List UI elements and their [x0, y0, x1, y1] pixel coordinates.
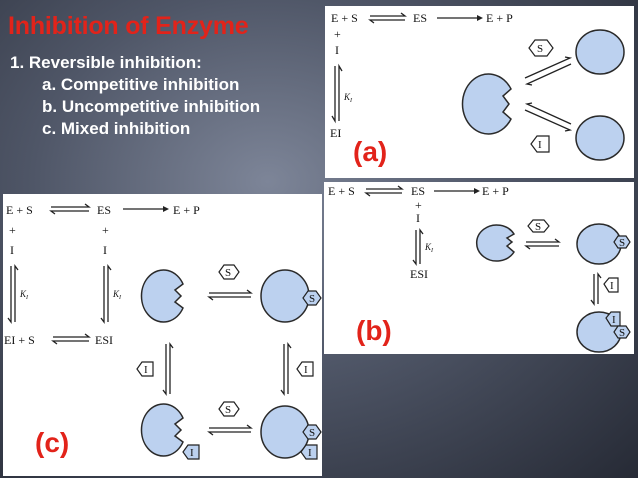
eq-e-plus-s: E + S [328, 184, 355, 198]
enzyme-inhibitor [575, 115, 625, 161]
substrate-hexagon: S [527, 219, 550, 233]
plus-sign: + [102, 223, 109, 237]
substrate-hexagon: S [302, 424, 322, 440]
svg-text:S: S [619, 327, 625, 339]
list-item-mixed: c. Mixed inhibition [42, 119, 191, 138]
inhibitor-shape: I [296, 361, 314, 377]
svg-text:S: S [535, 221, 541, 233]
label-c: (c) [35, 427, 70, 458]
substrate-hexagon: S [218, 264, 240, 280]
forward-arrow [434, 188, 480, 194]
substrate-hexagon: S [613, 235, 631, 249]
svg-text:S: S [225, 404, 231, 416]
svg-text:I: I [144, 364, 148, 376]
svg-text:I: I [190, 447, 194, 459]
eq-es: ES [411, 184, 425, 198]
forward-arrow [123, 206, 169, 212]
svg-text:I: I [304, 364, 308, 376]
svg-text:I: I [538, 139, 542, 151]
panel-uncompetitive: E + S ES E + P + I KI ESI S S I I S (b) [324, 182, 634, 354]
plus-sign: + [415, 198, 422, 212]
svg-text:S: S [309, 427, 315, 439]
vertical-equilibrium-arrow [100, 264, 112, 324]
eq-es: ES [413, 11, 427, 25]
k-prime-constant: KI [112, 289, 122, 301]
list-item-competitive: a. Competitive inhibition [42, 75, 240, 94]
k-constant: KI [424, 242, 434, 254]
enzyme-free [140, 269, 184, 323]
esi-complex: ESI [410, 267, 428, 281]
competitive-diagram: E + S ES E + P + I KI EI S I [330, 11, 625, 161]
vertical-equilibrium-arrow [280, 342, 292, 396]
plus-sign: + [334, 27, 341, 41]
svg-text:I: I [308, 447, 312, 459]
eq-e-plus-p: E + P [482, 184, 509, 198]
inhibitor-shape: I [530, 135, 550, 153]
equilibrium-arrow [524, 238, 561, 250]
inhibitor-label: I [10, 243, 14, 257]
svg-text:S: S [619, 237, 625, 249]
substrate-hexagon: S [613, 325, 631, 339]
eq-e-plus-s: E + S [6, 203, 33, 217]
equilibrium-arrow [207, 289, 253, 301]
k-constant: KI [343, 92, 353, 104]
label-b: (b) [356, 315, 392, 346]
equilibrium-arrow [51, 333, 91, 345]
forward-arrow [437, 15, 483, 21]
plus-sign: + [9, 223, 16, 237]
inhibitor-shape: I [300, 444, 318, 460]
enzyme-substrate [575, 29, 625, 75]
enzyme-inhibitor [140, 403, 184, 457]
svg-text:S: S [225, 267, 231, 279]
substrate-hexagon: S [528, 39, 554, 57]
enzyme-substrate-inhibitor [260, 405, 310, 459]
inhibitor-label: I [416, 211, 420, 225]
k-constant: KI [19, 289, 29, 301]
eq-e-plus-p: E + P [486, 11, 513, 25]
substrate-hexagon: S [302, 290, 322, 306]
svg-text:S: S [537, 43, 543, 55]
panel-mixed: E + S ES E + P + + I I KI KI EI + S ESI … [3, 194, 322, 476]
inhibitor-label: I [335, 43, 339, 57]
equilibrium-arrow [207, 424, 253, 436]
equilibrium-arrow [49, 203, 91, 215]
equilibrium-arrow [364, 185, 404, 197]
vertical-equilibrium-arrow [412, 228, 424, 266]
eq-es: ES [97, 203, 111, 217]
eq-e-plus-p: E + P [173, 203, 200, 217]
ei-complex: EI [330, 126, 341, 140]
list-item-reversible: 1. Reversible inhibition: [10, 53, 202, 72]
enzyme-substrate [260, 269, 310, 323]
inhibition-list: 1. Reversible inhibition: a. Competitive… [10, 52, 260, 140]
inhibitor-shape: I [603, 277, 619, 293]
list-item-uncompetitive: b. Uncompetitive inhibition [42, 97, 261, 116]
svg-text:I: I [610, 280, 614, 292]
panel-competitive: E + S ES E + P + I KI EI S I (a) [325, 6, 634, 178]
equilibrium-arrow-down [524, 102, 573, 132]
inhibitor-shape: I [136, 361, 154, 377]
substrate-hexagon: S [218, 401, 240, 417]
enzyme-free [476, 224, 516, 262]
enzyme-free [461, 73, 512, 135]
inhibitor-shape: I [182, 444, 200, 460]
slide-title: Inhibition of Enzyme [8, 12, 249, 40]
equilibrium-arrow [368, 12, 407, 24]
svg-text:I: I [612, 314, 616, 326]
vertical-equilibrium-arrow [331, 63, 343, 124]
equilibrium-arrow-up [524, 56, 573, 86]
ei-plus-s: EI + S [4, 333, 35, 347]
vertical-equilibrium-arrow [7, 264, 19, 324]
mixed-diagram: E + S ES E + P + + I I KI KI EI + S ESI … [4, 203, 322, 460]
label-a: (a) [353, 136, 388, 167]
eq-e-plus-s: E + S [331, 11, 358, 25]
inhibitor-label: I [103, 243, 107, 257]
inhibitor-shape: I [605, 311, 621, 327]
vertical-equilibrium-arrow [590, 272, 602, 306]
vertical-equilibrium-arrow [162, 342, 174, 396]
enzyme-substrate [576, 223, 622, 265]
svg-text:S: S [309, 293, 315, 305]
esi-complex: ESI [95, 333, 113, 347]
uncompetitive-diagram: E + S ES E + P + I KI ESI S S I I S [328, 184, 631, 353]
